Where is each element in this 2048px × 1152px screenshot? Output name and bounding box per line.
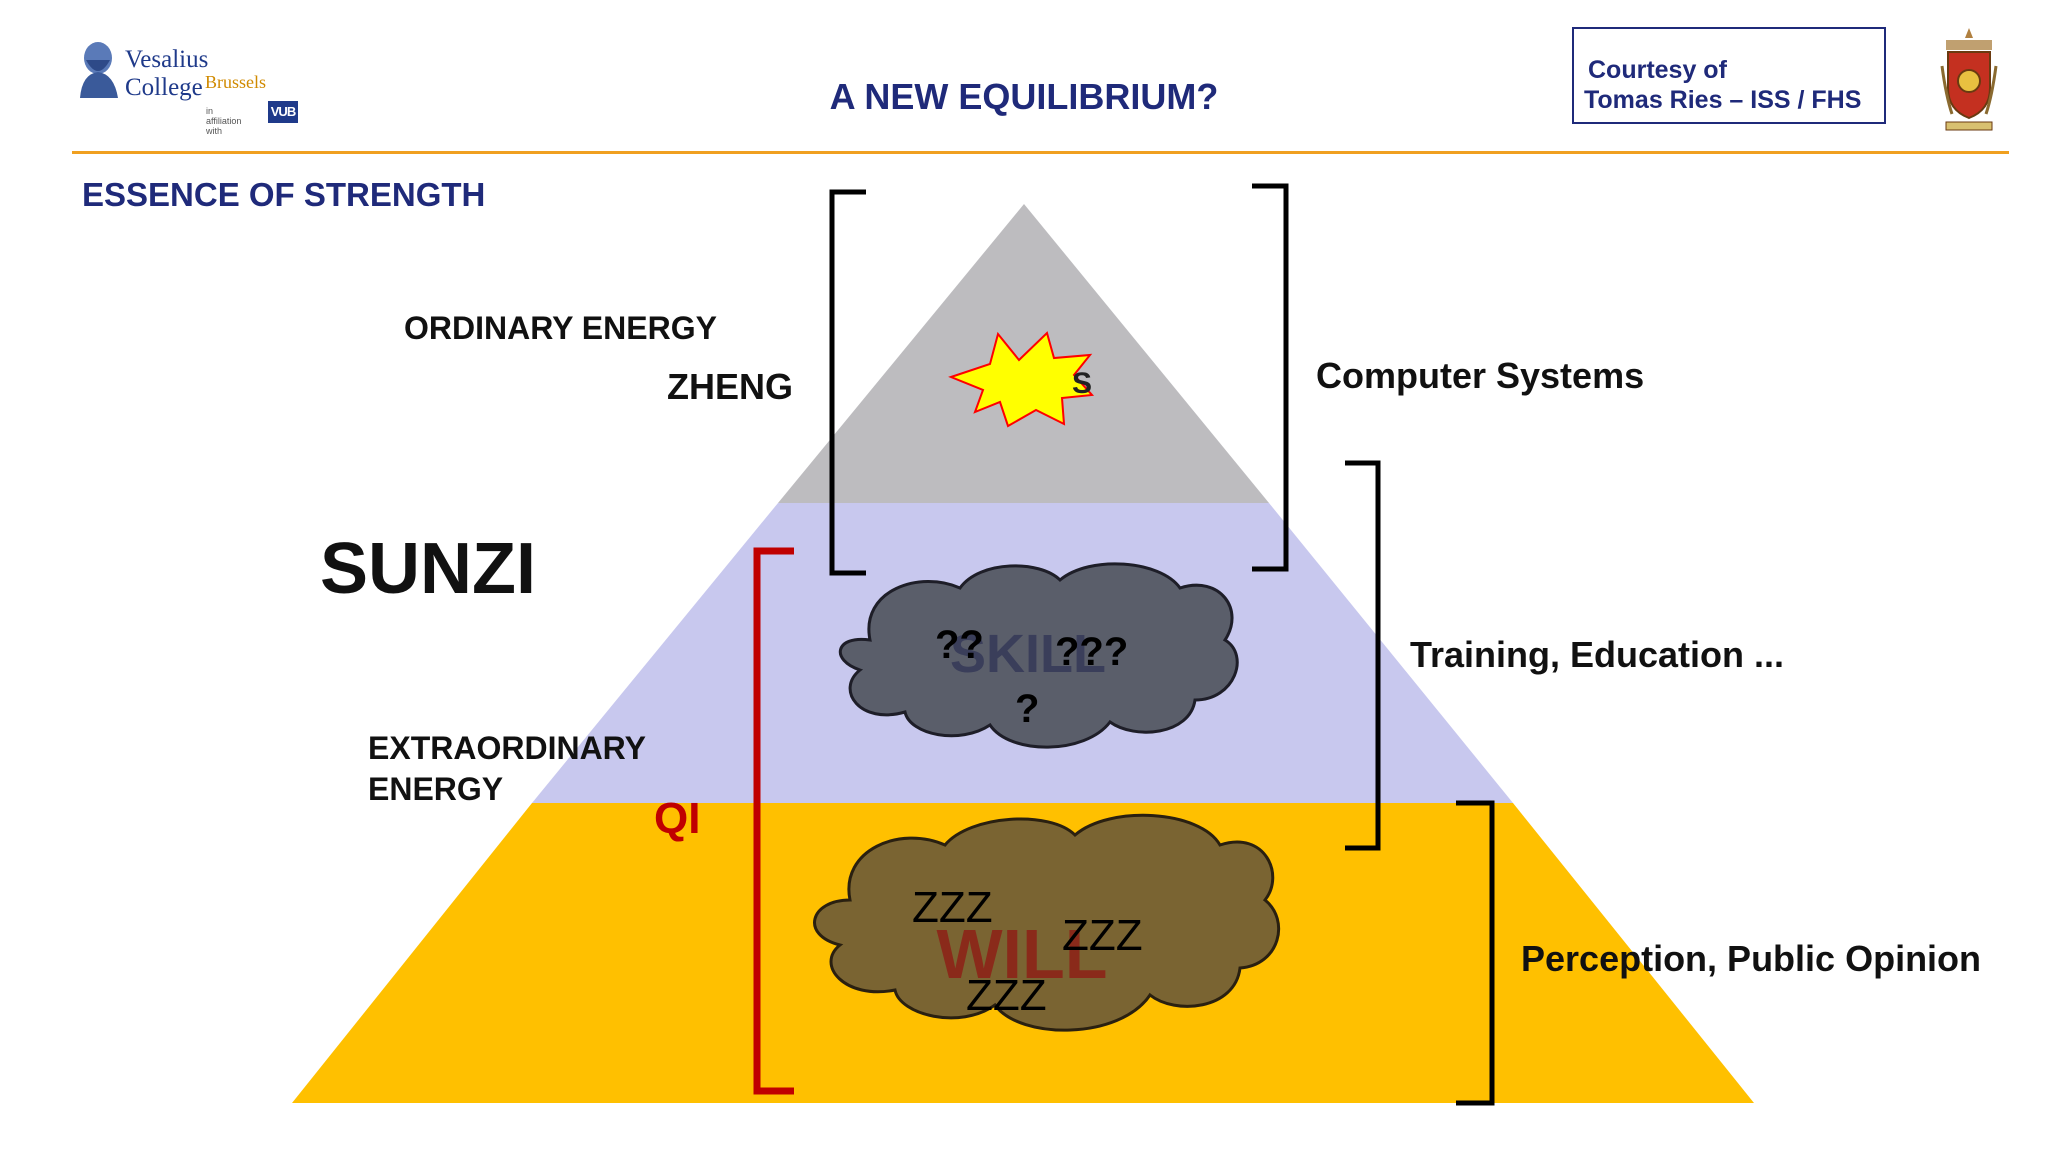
training-bracket [1345,460,1381,851]
explosion-icon [948,331,1095,428]
qi-label: QI [654,794,701,843]
will-zzz-1: ZZZ [912,883,993,932]
sunzi-label: SUNZI [320,529,536,609]
will-label: WILL [936,915,1107,993]
zheng-label: ZHENG [667,366,793,407]
courtesy-box: Courtesy of Tomas Ries – ISS / FHS [1572,27,1886,124]
pyramid-top-layer [778,204,1269,503]
courtesy-line-1: Courtesy of [1588,56,1727,84]
logo-title: Vesalius College [125,46,209,101]
skill-question-3: ? [1015,687,1039,731]
ordinary-energy-label: ORDINARY ENERGY [404,310,717,346]
vub-logo: VUB [268,101,298,123]
energy-label: ENERGY [368,771,504,807]
will-zzz-3: ZZZ [966,971,1047,1020]
skill-question-2: ??? [1055,630,1128,674]
perception-bracket [1456,800,1495,1106]
header-divider [72,151,2009,154]
will-cloud [813,813,1281,1032]
qi-bracket [753,547,794,1095]
crest-icon [1940,28,1998,131]
skill-question-1: ?? [935,623,984,667]
skill-cloud [838,562,1239,749]
computer-systems-bracket [1252,183,1289,572]
skill-label: SKILL [950,624,1106,684]
logo-city: Brussels [205,72,267,92]
top-layer-label: S [1072,367,1092,400]
courtesy-line-2: Tomas Ries – ISS / FHS [1584,86,1862,114]
zheng-bracket [829,189,866,576]
will-zzz-2: ZZZ [1062,911,1143,960]
training-education-label: Training, Education ... [1410,634,1785,675]
extraordinary-label: EXTRAORDINARY [368,730,646,766]
perception-label: Perception, Public Opinion [1521,938,1982,979]
section-title: ESSENCE OF STRENGTH [82,176,486,213]
computer-systems-label: Computer Systems [1316,355,1645,396]
logo-affiliation: in affiliation with [206,106,242,136]
page-title: A NEW EQUILIBRIUM? [829,76,1219,117]
vesalius-portrait-icon [80,42,118,98]
